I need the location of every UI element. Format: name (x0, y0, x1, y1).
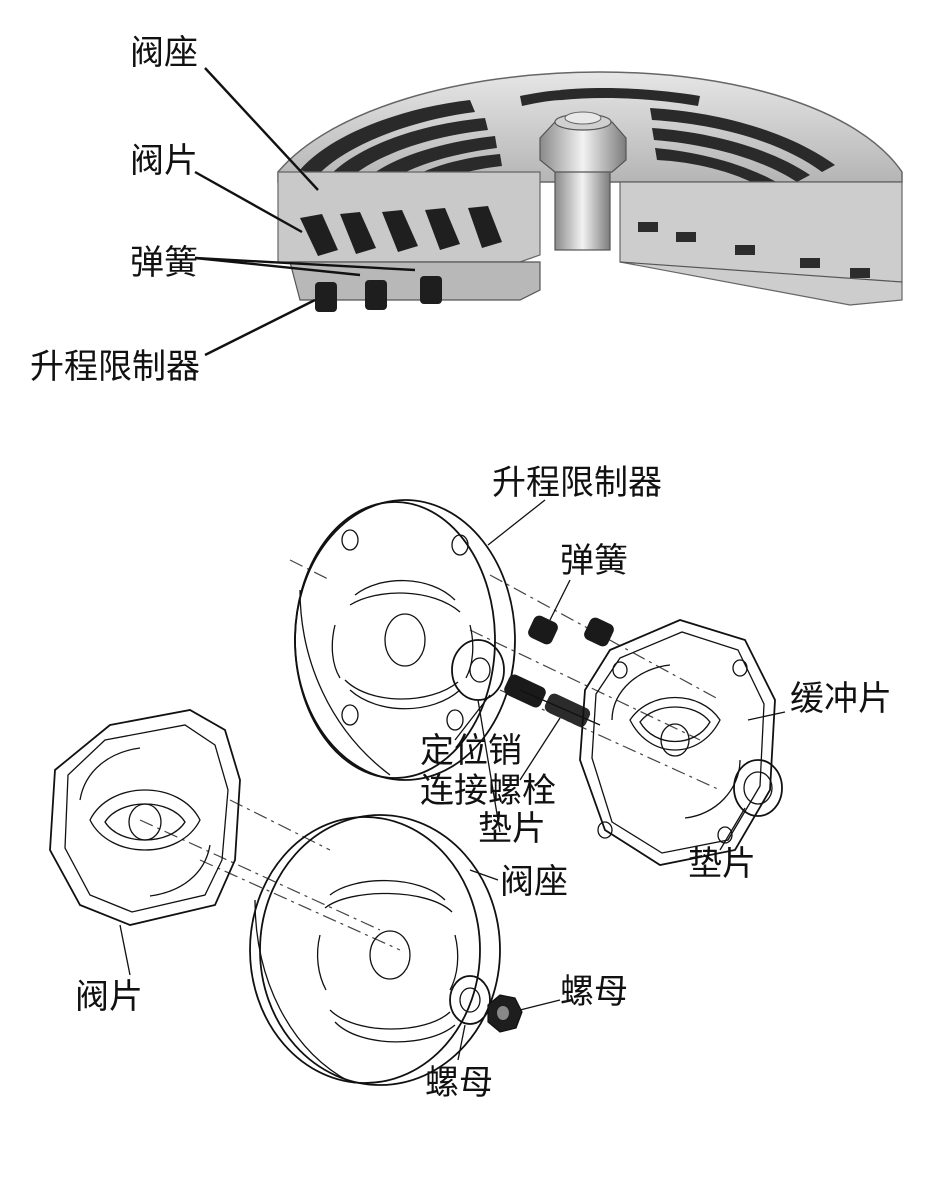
gasket-right-part (733, 759, 783, 817)
pins-and-bolts (504, 674, 601, 727)
valve-seat-cut-face-left (277, 171, 541, 263)
buffer-plate (579, 619, 776, 866)
valve-seat-disc (249, 814, 501, 1086)
valve-plates-cutaway (300, 206, 502, 256)
label-lift-limiter-top: 升程限制器 (30, 347, 200, 387)
top-labels: 阀座 阀片 弹簧 升程限制器 (30, 33, 200, 387)
lift-limiter-disc (294, 499, 516, 781)
right-face-notches (638, 222, 870, 278)
label-gasket-left: 垫片 (478, 809, 546, 849)
top-valve-cutaway (277, 71, 903, 312)
label-spring-top: 弹簧 (130, 243, 198, 283)
label-connecting-bolt: 连接螺栓 (420, 771, 556, 811)
label-lift-limiter: 升程限制器 (492, 463, 662, 503)
bottom-labels: 升程限制器 弹簧 缓冲片 定位销 连接螺栓 垫片 垫片 阀座 阀片 螺母 螺母 (75, 463, 892, 1103)
washer-and-nut (449, 975, 523, 1033)
top-leader-lines (194, 67, 416, 357)
label-valve-seat-top: 阀座 (130, 33, 198, 73)
springs-exploded (528, 615, 614, 647)
lift-limiter-pockets (315, 276, 442, 312)
label-nut-bottom: 螺母 (425, 1063, 493, 1103)
valve-plate-part (49, 709, 241, 926)
gasket-left-part (451, 639, 505, 701)
label-locating-pin: 定位销 (420, 731, 522, 771)
bottom-leader-lines (119, 499, 786, 1061)
label-buffer-plate: 缓冲片 (790, 679, 892, 719)
label-valve-plate-top: 阀片 (130, 141, 198, 181)
exploded-view (49, 499, 783, 1086)
label-nut-right: 螺母 (560, 972, 628, 1012)
center-bolt (539, 111, 627, 251)
lift-limiter-cutaway (289, 261, 541, 301)
label-valve-seat: 阀座 (500, 862, 568, 902)
label-valve-plate: 阀片 (75, 977, 143, 1017)
valve-seat-cut-face-right (619, 181, 903, 306)
label-spring: 弹簧 (560, 541, 628, 581)
label-gasket-right: 垫片 (688, 844, 756, 884)
